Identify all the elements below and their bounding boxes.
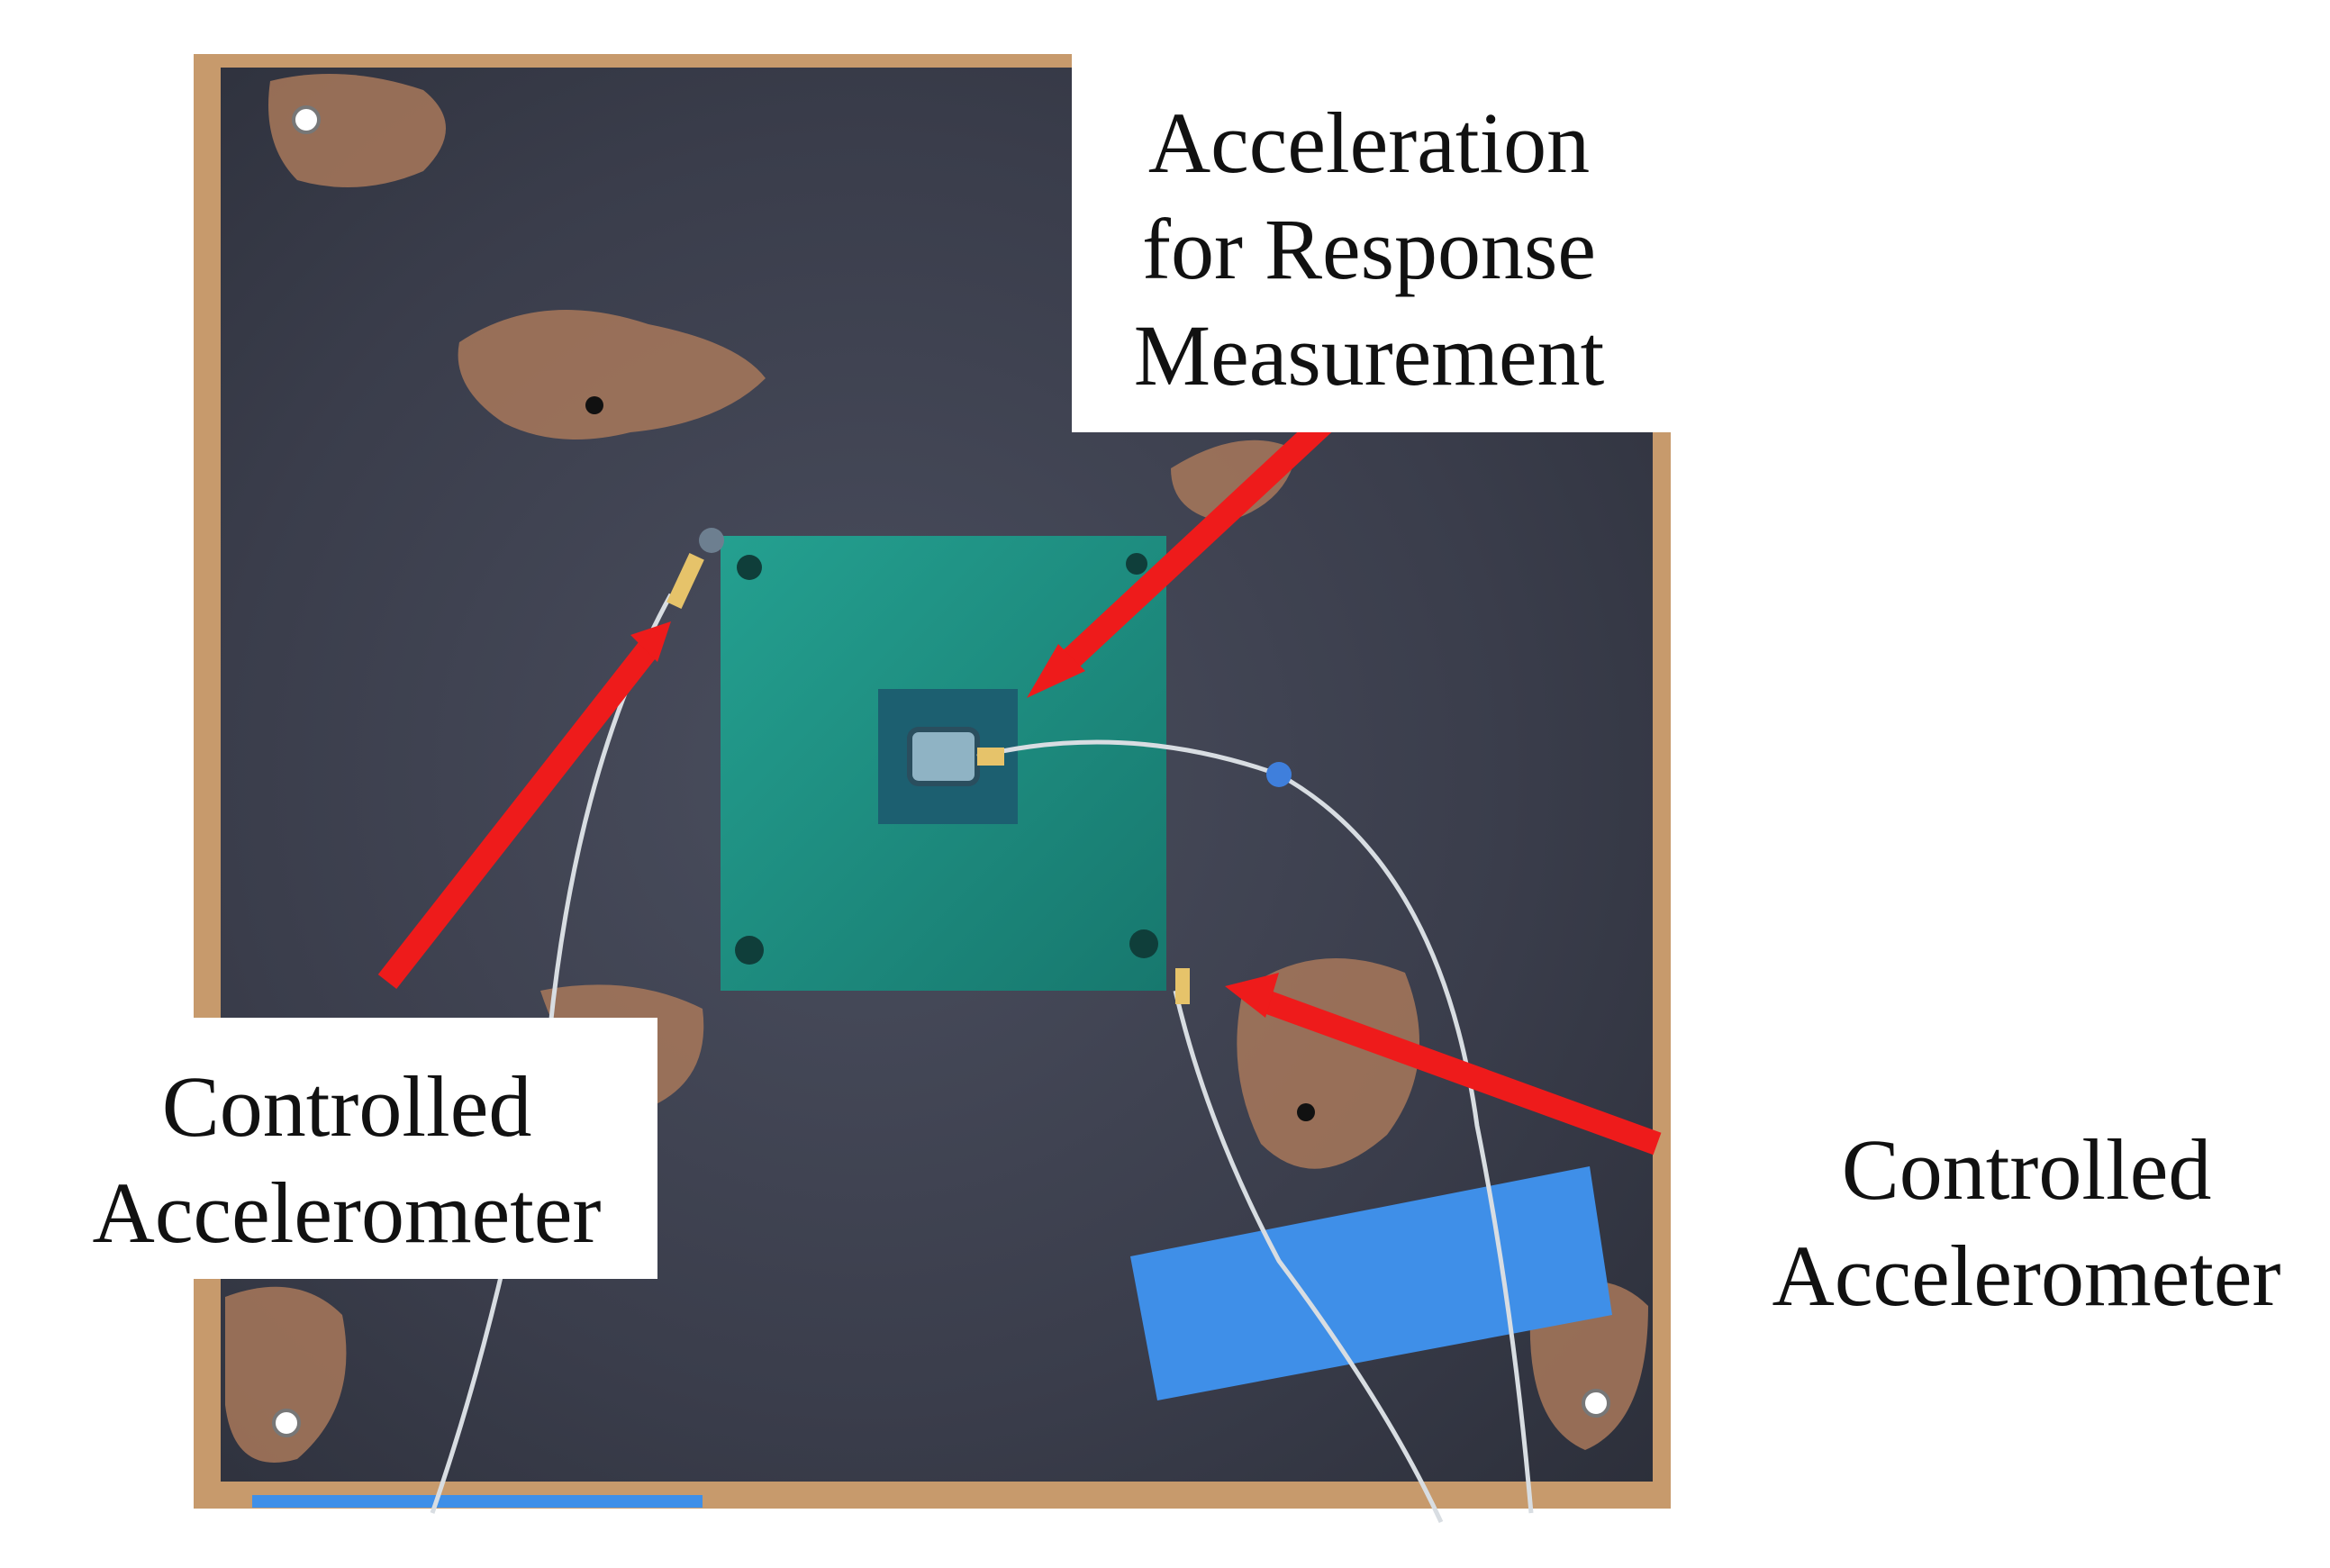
copper-patches: [225, 74, 1648, 1463]
label-line: Controlled: [161, 1058, 532, 1155]
blue-strip-bottom: [252, 1495, 703, 1508]
controlled-accelerometer-left-label: Controlled Accelerometer: [36, 1018, 657, 1279]
accelerometer-sensors: [666, 528, 1292, 1004]
label-line: Measurement: [1133, 307, 1605, 403]
arrow-icon: [377, 414, 1662, 1156]
controlled-accelerometer-right-label: Controlled Accelerometer: [1738, 1099, 2315, 1342]
label-line: Accelerometer: [92, 1165, 602, 1261]
response-accelerometer-label: Acceleration for Response Measurement: [1072, 81, 1666, 432]
ic-die: [907, 727, 980, 786]
label-line: Acceleration: [1147, 95, 1591, 191]
blue-tape: [1130, 1166, 1612, 1400]
label-line: Accelerometer: [1772, 1228, 2281, 1324]
pcb-mount-screws: [735, 553, 1158, 965]
label-line: for Response: [1142, 201, 1596, 297]
screw-holes: [272, 105, 1610, 1437]
label-line: Controlled: [1841, 1121, 2212, 1218]
